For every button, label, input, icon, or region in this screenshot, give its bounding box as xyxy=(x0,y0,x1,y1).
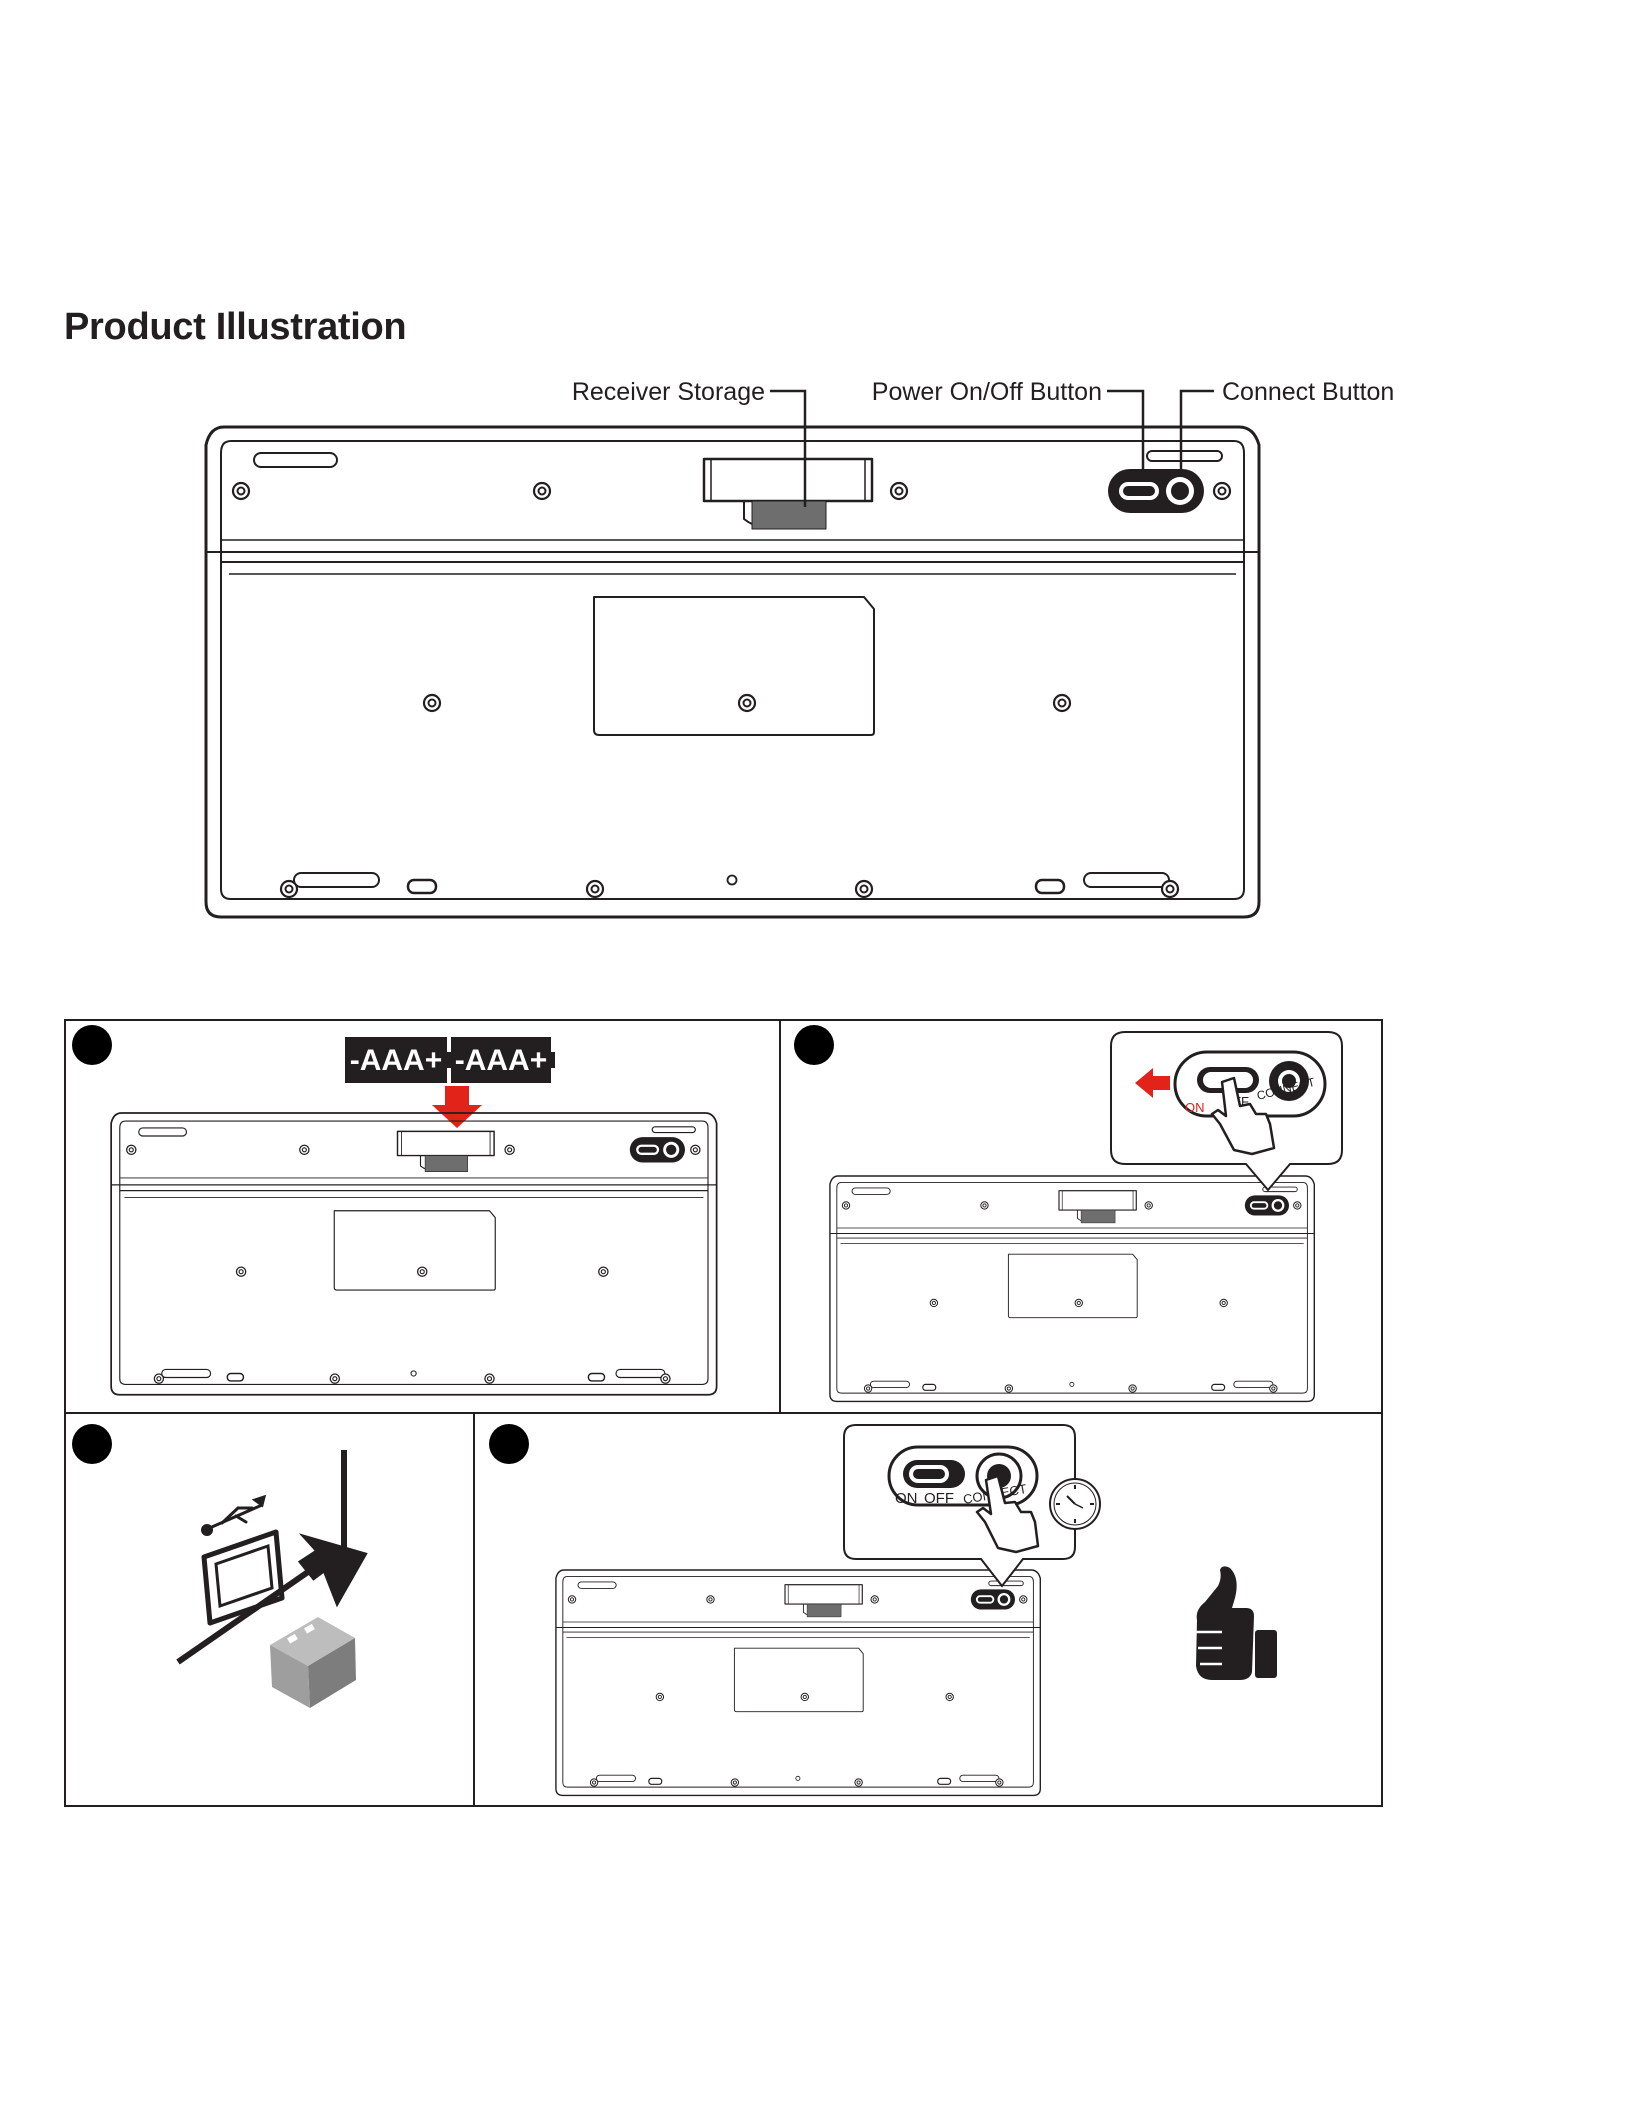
battery-icon: -AAA+ xyxy=(451,1037,555,1083)
arrow-icon xyxy=(289,1533,369,1610)
battery-label-1: -AAA+ xyxy=(350,1044,443,1077)
keyboard-main xyxy=(206,427,1259,917)
switch-off-label: OFF xyxy=(924,1490,954,1507)
step-1-panel: -AAA+ -AAA+ xyxy=(111,1037,716,1395)
step-marker-2 xyxy=(794,1025,834,1065)
thumbs-up-icon xyxy=(1196,1566,1277,1680)
switch-on-label: ON xyxy=(1185,1100,1205,1115)
step-3-panel xyxy=(178,1450,369,1708)
callout-power-button: Power On/Off Button xyxy=(872,378,1102,406)
usb-receiver-icon xyxy=(270,1617,356,1708)
keyboard-step-2 xyxy=(830,1176,1314,1401)
step-2-panel: ON OFF CONNECT xyxy=(830,1032,1342,1401)
step-marker-1 xyxy=(72,1025,112,1065)
callout-receiver-storage: Receiver Storage xyxy=(572,378,765,406)
keyboard-step-4 xyxy=(556,1570,1040,1795)
step-marker-4 xyxy=(489,1424,529,1464)
arrow-icon xyxy=(432,1086,482,1128)
callout-connect-button: Connect Button xyxy=(1222,378,1394,406)
usb-icon xyxy=(203,1497,265,1535)
usb-port xyxy=(204,1532,282,1623)
battery-icon: -AAA+ xyxy=(345,1037,451,1083)
clock-icon xyxy=(1050,1479,1100,1529)
step-marker-3 xyxy=(72,1424,112,1464)
switch-on-label: ON xyxy=(895,1490,918,1507)
keyboard-step-1 xyxy=(111,1113,716,1395)
step-4-panel: ON OFF CONNECT xyxy=(556,1425,1277,1795)
battery-label-2: -AAA+ xyxy=(455,1044,548,1077)
